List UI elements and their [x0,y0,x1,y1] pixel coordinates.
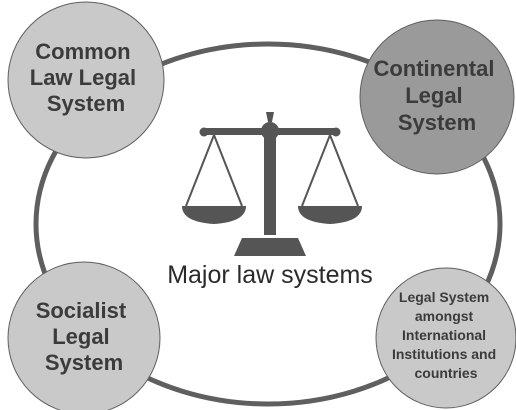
node-continental-label: Continental Legal System [373,56,500,135]
center-label: Major law systems [167,261,373,289]
node-socialist-label: Socialist Legal System [36,298,133,375]
node-continental: Continental Legal System [359,19,515,175]
connecting-ring [33,41,503,407]
balance-scale-icon [182,112,362,256]
node-international: Legal System amongst International Insti… [375,267,516,409]
node-common-law: Common Law Legal System [7,1,165,159]
node-socialist: Socialist Legal System [7,261,161,410]
node-continental-circle [359,19,515,175]
node-common-law-label: Common Law Legal System [30,39,142,116]
node-common-law-circle [7,1,165,159]
node-international-circle [375,267,516,409]
node-socialist-circle [7,261,161,410]
node-international-label: Legal System amongst International Insti… [392,289,500,381]
